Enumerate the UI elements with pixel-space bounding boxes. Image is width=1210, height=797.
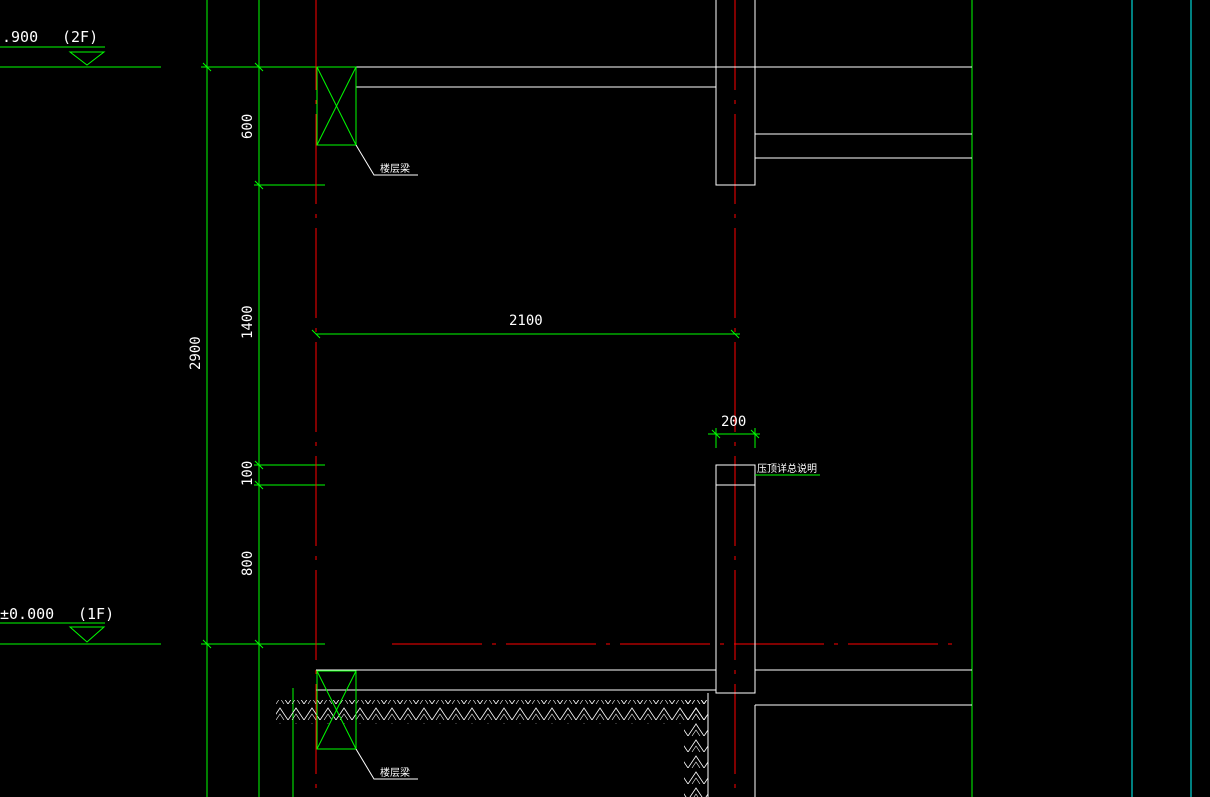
upper-wall-column <box>715 0 756 186</box>
level-marker-lower <box>0 622 106 643</box>
dimension-extension-lines <box>0 66 325 645</box>
dim-span-width: 2100 <box>509 313 543 329</box>
lower-wall-column <box>715 464 756 694</box>
dim-seg-middle: 1400 <box>240 305 256 339</box>
note-pressure-top: 压顶详总说明 <box>757 462 817 475</box>
dim-seg-bottom: 800 <box>240 551 256 576</box>
dimension-2100 <box>311 329 740 339</box>
floor-beam-lower <box>316 670 357 750</box>
dim-seg-top: 600 <box>240 114 256 139</box>
level-upper-floor: (2F) <box>62 28 98 46</box>
level-lower-value: ±0.000 <box>0 605 54 623</box>
dim-total-height: 2900 <box>188 336 204 370</box>
dimension-ticks <box>202 62 264 649</box>
upper-floor-slab <box>356 66 972 159</box>
dimension-200 <box>708 428 760 448</box>
note-beam-top: 楼层梁 <box>380 162 410 175</box>
note-beam-bottom: 楼层梁 <box>380 766 410 779</box>
lower-floor-slab <box>316 669 972 797</box>
floor-beam-upper <box>316 66 357 146</box>
level-marker-upper <box>0 46 106 66</box>
leader-lines <box>355 144 418 780</box>
dim-seg-small: 100 <box>240 461 256 486</box>
level-lower-floor: (1F) <box>78 605 114 623</box>
earth-hatch <box>276 700 708 797</box>
right-boundary-lines <box>971 0 1192 797</box>
dim-wall-thickness: 200 <box>721 414 746 430</box>
level-upper-value: .900 <box>2 28 38 46</box>
axis-lines <box>315 0 960 797</box>
